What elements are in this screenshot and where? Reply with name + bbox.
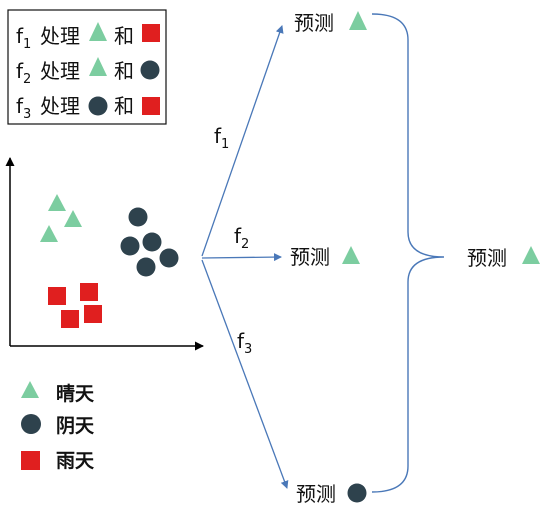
triangle-icon — [89, 57, 107, 76]
arrow-f1-label: f1 — [214, 124, 229, 152]
circle-icon — [21, 414, 41, 434]
arrow-f2-sub: 2 — [241, 237, 249, 252]
data-axes — [5, 157, 204, 351]
triangle-icon — [40, 225, 58, 242]
triangle-icon — [48, 194, 66, 211]
prediction-middle: 预测 — [290, 245, 360, 269]
square-icon — [142, 97, 160, 115]
final-prediction: 预测 — [467, 246, 540, 270]
legend-row-f1-func: f — [16, 24, 24, 48]
legend-row-f2-sub: 2 — [23, 72, 31, 87]
model-arrows: f1 f2 f3 — [201, 25, 289, 489]
circle-icon — [88, 96, 108, 116]
legend-row-f2-conj: 和 — [114, 59, 134, 83]
triangle-icon — [89, 22, 107, 41]
square-icon — [61, 310, 79, 328]
sample-points — [40, 194, 179, 328]
circle-icon — [142, 232, 162, 252]
arrow-f2 — [201, 253, 282, 262]
square-icon — [84, 305, 102, 323]
legend-cloudy-label: 阴天 — [56, 415, 95, 437]
arrow-f3-label: f3 — [237, 329, 252, 357]
legend-row-f1-conj: 和 — [114, 24, 134, 48]
function-legend-box: f1 处理 和 f2 处理 和 f3 处理 和 — [7, 9, 167, 125]
legend-row-f3: f3 处理 和 — [16, 94, 160, 122]
triangle-icon — [342, 246, 360, 264]
legend-row-f3-text: 处理 — [40, 94, 80, 118]
triangle-icon — [522, 246, 540, 264]
prediction-top-label: 预测 — [294, 11, 334, 35]
circle-icon — [120, 236, 140, 256]
weather-legend: 晴天 阴天 雨天 — [21, 381, 95, 472]
legend-row-f3-sub: 3 — [23, 107, 31, 122]
arrow-f3-func: f — [237, 329, 245, 353]
legend-row-f1-sub: 1 — [23, 37, 31, 52]
arrow-f3 — [201, 259, 289, 489]
svg-text:f3: f3 — [16, 94, 31, 122]
legend-rainy-label: 雨天 — [56, 450, 95, 472]
prediction-middle-label: 预测 — [290, 245, 330, 269]
triangle-icon — [21, 381, 39, 398]
circle-icon — [140, 60, 160, 80]
legend-row-f2-text: 处理 — [40, 59, 80, 83]
square-icon — [80, 283, 98, 301]
circle-icon — [347, 483, 367, 503]
final-prediction-label: 预测 — [467, 246, 507, 270]
legend-row-f3-conj: 和 — [114, 94, 134, 118]
aggregation-brace — [371, 13, 445, 493]
legend-row-f2-func: f — [16, 59, 24, 83]
arrow-f3-sub: 3 — [244, 342, 252, 357]
legend-row-f3-func: f — [16, 94, 24, 118]
arrow-f2-label: f2 — [234, 224, 249, 252]
circle-icon — [128, 207, 148, 227]
circle-icon — [136, 257, 156, 277]
legend-row-f2: f2 处理 和 — [16, 57, 160, 87]
arrow-f2-func: f — [234, 224, 242, 248]
square-icon — [48, 287, 66, 305]
legend-row-f1-text: 处理 — [40, 24, 80, 48]
prediction-top: 预测 — [294, 11, 367, 35]
prediction-bottom: 预测 — [296, 482, 367, 506]
triangle-icon — [64, 210, 82, 227]
svg-text:f2: f2 — [16, 59, 31, 87]
legend-box-border — [7, 9, 167, 125]
svg-text:f1: f1 — [16, 24, 31, 52]
legend-row-f1: f1 处理 和 — [16, 22, 160, 52]
circle-icon — [159, 248, 179, 268]
square-icon — [21, 451, 40, 470]
legend-sunny-label: 晴天 — [56, 382, 95, 405]
arrow-f1-func: f — [214, 124, 222, 148]
square-icon — [142, 24, 160, 42]
arrow-f1 — [201, 25, 284, 257]
prediction-bottom-label: 预测 — [296, 482, 336, 506]
triangle-icon — [349, 11, 367, 30]
arrow-f1-sub: 1 — [221, 137, 229, 152]
